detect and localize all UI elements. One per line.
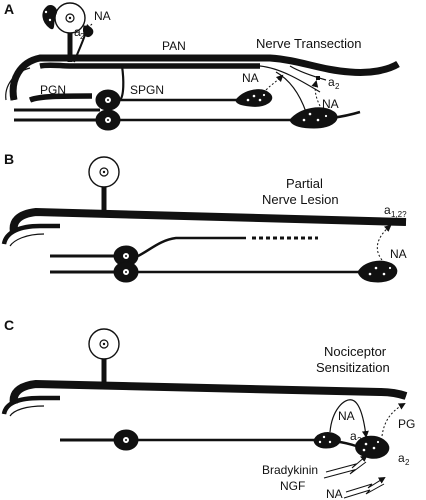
label-a12: a xyxy=(384,203,391,217)
arrow-na-mid xyxy=(265,74,284,91)
label-spgn: SPGN xyxy=(130,83,164,97)
ganglion-neuron-a1 xyxy=(95,89,121,111)
label-ngf-c: NGF xyxy=(280,479,305,493)
label-a2-right-sub-c: 2 xyxy=(405,458,410,467)
sympathetic-terminal-c1 xyxy=(313,432,341,449)
arrow-na-low xyxy=(311,80,321,107)
panel-c: C Nociceptor Sensitization xyxy=(1,317,415,500)
label-a2-left-c: a xyxy=(350,429,357,443)
panel-a-title: Nerve Transection xyxy=(256,36,362,51)
label-na-mid: NA xyxy=(242,71,259,85)
panel-c-title-line2: Sensitization xyxy=(316,360,390,375)
stimulus-arrows-c xyxy=(323,454,386,499)
receptor-marker-c2 xyxy=(384,448,388,452)
receptor-marker-b xyxy=(390,219,394,223)
panel-a-letter: A xyxy=(4,1,14,17)
panel-b-letter: B xyxy=(4,151,14,167)
spgn-branch-a xyxy=(119,65,125,101)
afferent-soma-c xyxy=(88,328,120,384)
label-a2-left-sub-c: 2 xyxy=(357,436,362,445)
afferent-soma-b xyxy=(88,156,120,212)
nociceptor-terminal-c xyxy=(355,435,390,459)
label-a2-right-c: a xyxy=(398,451,405,465)
preganglionic-fiber-a xyxy=(14,93,100,122)
afferent-fiber-c xyxy=(1,379,408,417)
panel-c-title-line1: Nociceptor xyxy=(324,344,387,359)
receptor-marker-a xyxy=(316,76,320,80)
label-a2-right-sub: 2 xyxy=(335,82,340,91)
afferent-fiber-b xyxy=(1,207,407,247)
panel-a: A Nerve Transection NA a 2 xyxy=(4,1,400,131)
arrow-na-loop-c xyxy=(329,399,369,438)
ganglion-neuron-a2 xyxy=(95,109,121,131)
postganglionic-fiber-b-cut xyxy=(137,236,246,258)
panel-c-letter: C xyxy=(4,317,14,333)
label-a2-top-sub: 2 xyxy=(80,32,85,41)
sympathetic-terminal-a2 xyxy=(289,107,338,129)
arrow-na-b xyxy=(376,224,392,261)
label-na-low: NA xyxy=(322,97,339,111)
ganglion-neuron-b2 xyxy=(113,261,139,283)
label-na-b: NA xyxy=(390,247,407,261)
label-pg-c: PG xyxy=(398,417,415,431)
arrow-pg-c xyxy=(381,403,406,437)
label-na-loop-c: NA xyxy=(338,409,355,423)
label-a2-right: a xyxy=(328,75,335,89)
label-bradykinin-c: Bradykinin xyxy=(262,463,318,477)
label-pgn: PGN xyxy=(40,83,66,97)
label-na-top: NA xyxy=(94,9,111,23)
label-na-bottom-c: NA xyxy=(326,487,343,500)
label-a12-sub: 1,2? xyxy=(391,210,407,219)
afferent-fiber-a xyxy=(5,54,400,113)
panel-b-title-line2: Nerve Lesion xyxy=(262,192,339,207)
ganglion-neuron-c xyxy=(113,429,139,451)
panel-b-title-line1: Partial xyxy=(286,176,323,191)
sympathetic-terminal-b xyxy=(357,260,398,283)
arrow-na-top xyxy=(84,23,93,32)
sympathetic-terminal-a1 xyxy=(235,89,273,107)
receptor-marker-c1 xyxy=(366,436,370,440)
label-pan: PAN xyxy=(162,39,186,53)
label-a2-top: a xyxy=(74,25,81,39)
panel-b: B Partial Nerve Lesion a 1,2? xyxy=(1,151,407,283)
